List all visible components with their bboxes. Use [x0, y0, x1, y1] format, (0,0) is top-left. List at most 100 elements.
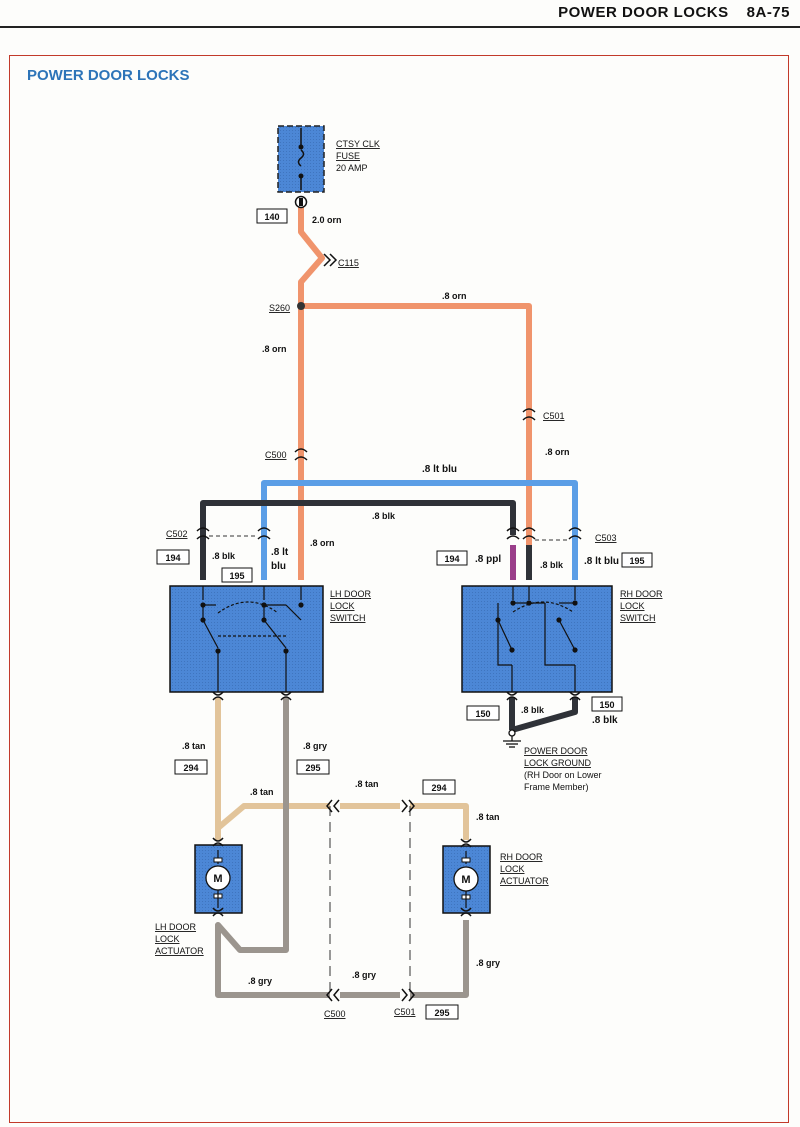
wire-label-blk-top: .8 blk: [372, 511, 396, 521]
wire-label-lt-blu-lh-2: blu: [271, 561, 286, 572]
fuse-label-3: 20 AMP: [336, 163, 368, 173]
rh-motor-symbol: M: [461, 874, 470, 886]
circuit-box-150-left: [466, 705, 500, 721]
circuit-294-right: 294: [431, 783, 446, 793]
connector-c501-top: [522, 408, 536, 421]
wire-label-tan-cross: .8 tan: [355, 779, 379, 789]
connector-c502-label: C502: [166, 529, 188, 539]
wire-label-blk-gnd-right: .8 blk: [592, 715, 618, 726]
circuit-150-left: 150: [475, 709, 490, 719]
splice-s260: [297, 302, 305, 310]
rh-door-lock-switch: [461, 585, 613, 701]
wire-blk-ground: [509, 697, 578, 733]
wire-label-gry-rh: .8 gry: [476, 958, 500, 968]
rh-actuator-label-3: ACTUATOR: [500, 876, 549, 886]
page-header: POWER DOOR LOCKS 8A-75: [540, 4, 790, 21]
diagram-title: POWER DOOR LOCKS: [27, 67, 190, 84]
header-title: POWER DOOR LOCKS: [558, 4, 729, 21]
connector-tan-c500: [326, 799, 340, 813]
connector-tan-c501: [401, 799, 415, 813]
wire-label-lt-blu-lh-1: .8 lt: [271, 547, 289, 558]
wire-label-orn-lh: .8 orn: [310, 538, 335, 548]
connector-c501-bottom-label: C501: [394, 1007, 416, 1017]
connector-c500-top: [294, 448, 308, 461]
connector-c115-label: C115: [338, 258, 359, 268]
lh-switch-label-3: SWITCH: [330, 613, 366, 623]
wire-label-2-0-orn: 2.0 orn: [312, 215, 342, 225]
connector-c503: [506, 527, 582, 540]
circuit-295-left: 295: [305, 763, 320, 773]
circuit-195-right: 195: [629, 556, 644, 566]
connector-c501-bottom: [401, 988, 415, 1002]
wire-label-blk-gnd-left: .8 blk: [521, 705, 545, 715]
circuit-box-150-right: [591, 696, 623, 712]
rh-switch-label-2: LOCK: [620, 601, 645, 611]
connector-c500-bottom: [326, 988, 340, 1002]
wire-tan: [215, 697, 469, 840]
wire-label-ppl: .8 ppl: [475, 554, 501, 565]
circuit-box-295-left: [296, 759, 330, 775]
wire-label-orn-top: .8 orn: [442, 291, 467, 301]
circuit-295-right: 295: [434, 1008, 449, 1018]
circuit-box-294-right: [422, 779, 456, 795]
ground-label-4: Frame Member): [524, 782, 589, 792]
wire-label-gry-bottom-left: .8 gry: [248, 976, 272, 986]
wire-gry: [215, 697, 469, 998]
connector-c501-top-label: C501: [543, 411, 565, 421]
splice-s260-label: S260: [269, 303, 290, 313]
rh-switch-label-3: SWITCH: [620, 613, 656, 623]
connector-c502: [196, 527, 271, 540]
header-rule: [0, 26, 800, 28]
wire-label-tan-mid: .8 tan: [250, 787, 274, 797]
rh-actuator-label-2: LOCK: [500, 864, 525, 874]
ground-label-2: LOCK GROUND: [524, 758, 592, 768]
circuit-box-295-right: [425, 1004, 459, 1020]
wire-lt-blu: [261, 480, 578, 580]
lh-switch-label-2: LOCK: [330, 601, 355, 611]
lh-motor-symbol: M: [213, 873, 222, 885]
lh-door-lock-switch: [169, 585, 324, 701]
circuit-140: 140: [264, 212, 279, 222]
wire-label-lt-blu-top: .8 lt blu: [422, 464, 457, 475]
fuse-label-2: FUSE: [336, 151, 360, 161]
wire-2-0-orn: [298, 205, 325, 580]
circuit-box-194-right: [436, 550, 468, 566]
wire-label-tan-rh: .8 tan: [476, 812, 500, 822]
ground-label-3: (RH Door on Lower: [524, 770, 602, 780]
rh-actuator-label-1: RH DOOR: [500, 852, 543, 862]
circuit-box-195-left: [221, 567, 253, 583]
circuit-195-left: 195: [229, 571, 244, 581]
wire-label-blk-rh: .8 blk: [540, 560, 564, 570]
orange-wires: [298, 205, 532, 580]
wire-label-tan-lh: .8 tan: [182, 741, 206, 751]
connector-c500-top-label: C500: [265, 450, 287, 460]
ground-label-1: POWER DOOR: [524, 746, 588, 756]
circuit-294-left: 294: [183, 763, 198, 773]
connector-c503-label: C503: [595, 533, 617, 543]
circuit-box-195-right: [621, 552, 653, 568]
connector-c500-bottom-label: C500: [324, 1009, 346, 1019]
wire-orn-to-rh: [301, 303, 532, 580]
door-boundary-lines: [329, 806, 411, 995]
wire-label-orn-right: .8 orn: [545, 447, 570, 457]
circuit-box-194-left: [156, 549, 190, 565]
wire-label-gry-bottom-mid: .8 gry: [352, 970, 376, 980]
rh-door-lock-actuator: [442, 838, 491, 917]
lh-switch-label-1: LH DOOR: [330, 589, 372, 599]
circuit-150-right: 150: [599, 700, 614, 710]
circuit-194-right: 194: [444, 554, 459, 564]
wire-label-blk-lh: .8 blk: [212, 551, 236, 561]
diagram-frame: [9, 55, 789, 1123]
circuit-194-left: 194: [165, 553, 180, 563]
circuit-box-294-left: [174, 759, 208, 775]
fuse: [277, 125, 325, 209]
lh-actuator-label-3: ACTUATOR: [155, 946, 204, 956]
wire-label-orn-left: .8 orn: [262, 344, 287, 354]
rh-switch-label-1: RH DOOR: [620, 589, 663, 599]
wire-blk-top: [200, 500, 516, 580]
circuit-box-140: [256, 208, 288, 224]
lh-door-lock-actuator: [194, 837, 243, 917]
header-page-number: 8A-75: [746, 4, 790, 21]
wire-label-gry-lh: .8 gry: [303, 741, 327, 751]
